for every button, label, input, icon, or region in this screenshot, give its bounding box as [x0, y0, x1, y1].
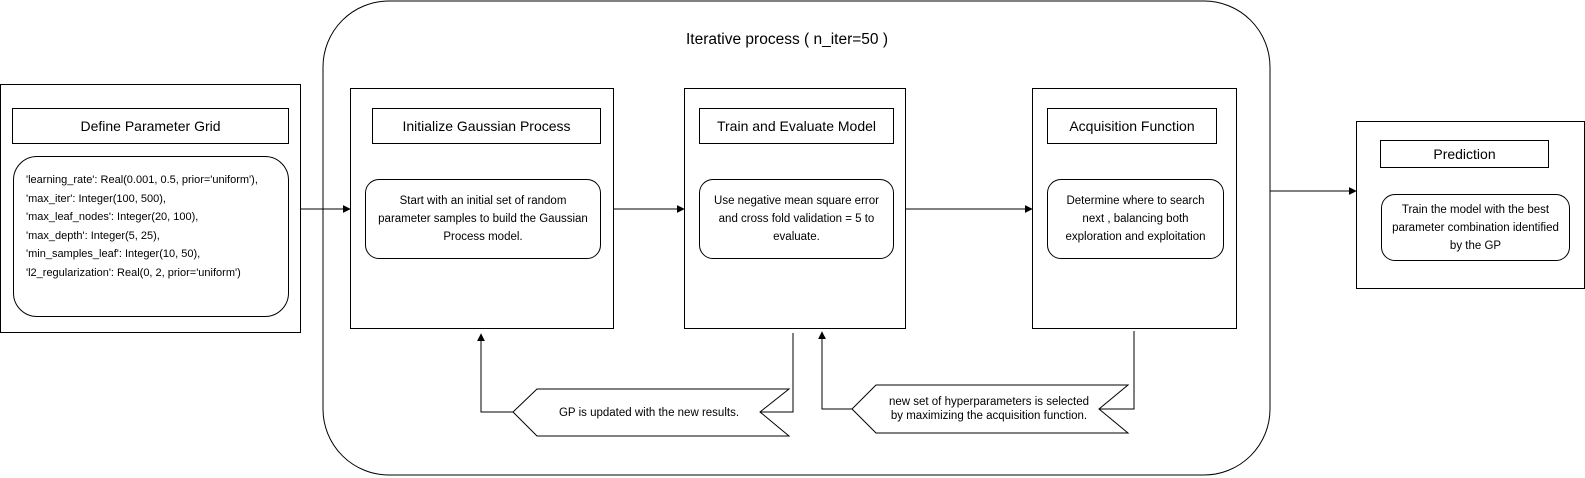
- new-params-label-line2: by maximizing the acquisition function.: [890, 410, 1088, 422]
- acquisition-function-description: Determine where to search next , balanci…: [1047, 179, 1224, 259]
- param-max-leaf-nodes: 'max_leaf_nodes': Integer(20, 100),: [26, 211, 199, 224]
- prediction-description: Train the model with the best parameter …: [1381, 194, 1570, 261]
- prediction-title: Prediction: [1380, 140, 1549, 168]
- iterative-process-container: [322, 0, 1271, 476]
- acquisition-function-title: Acquisition Function: [1047, 108, 1217, 144]
- param-max-depth: 'max_depth': Integer(5, 25),: [26, 229, 160, 242]
- initialize-gp-title: Initialize Gaussian Process: [372, 108, 601, 144]
- train-evaluate-description: Use negative mean square error and cross…: [699, 179, 894, 259]
- new-params-label: new set of hyperparameters is selected b…: [880, 385, 1098, 433]
- new-params-flag-shape: [851, 384, 1130, 434]
- train-evaluate-title: Train and Evaluate Model: [699, 108, 894, 144]
- param-max-iter: 'max_iter': Integer(100, 500),: [26, 192, 166, 205]
- gp-update-label: GP is updated with the new results.: [558, 406, 740, 419]
- gp-update-flag-shape: [512, 388, 791, 437]
- parameter-grid-list-box: 'learning_rate': Real(0.001, 0.5, prior=…: [13, 156, 289, 317]
- param-learning-rate: 'learning_rate': Real(0.001, 0.5, prior=…: [26, 174, 258, 186]
- new-params-label-line1: new set of hyperparameters is selected: [888, 396, 1090, 408]
- param-l2-regularization: 'l2_regularization': Real(0, 2, prior='u…: [26, 266, 241, 279]
- define-parameter-grid-title: Define Parameter Grid: [12, 108, 289, 144]
- iterative-process-title: Iterative process ( n_iter=50 ): [685, 31, 889, 48]
- param-min-samples-leaf: 'min_samples_leaf': Integer(10, 50),: [26, 248, 201, 261]
- parameter-grid-list: 'learning_rate': Real(0.001, 0.5, prior=…: [14, 157, 288, 283]
- initialize-gp-description: Start with an initial set of random para…: [365, 179, 601, 259]
